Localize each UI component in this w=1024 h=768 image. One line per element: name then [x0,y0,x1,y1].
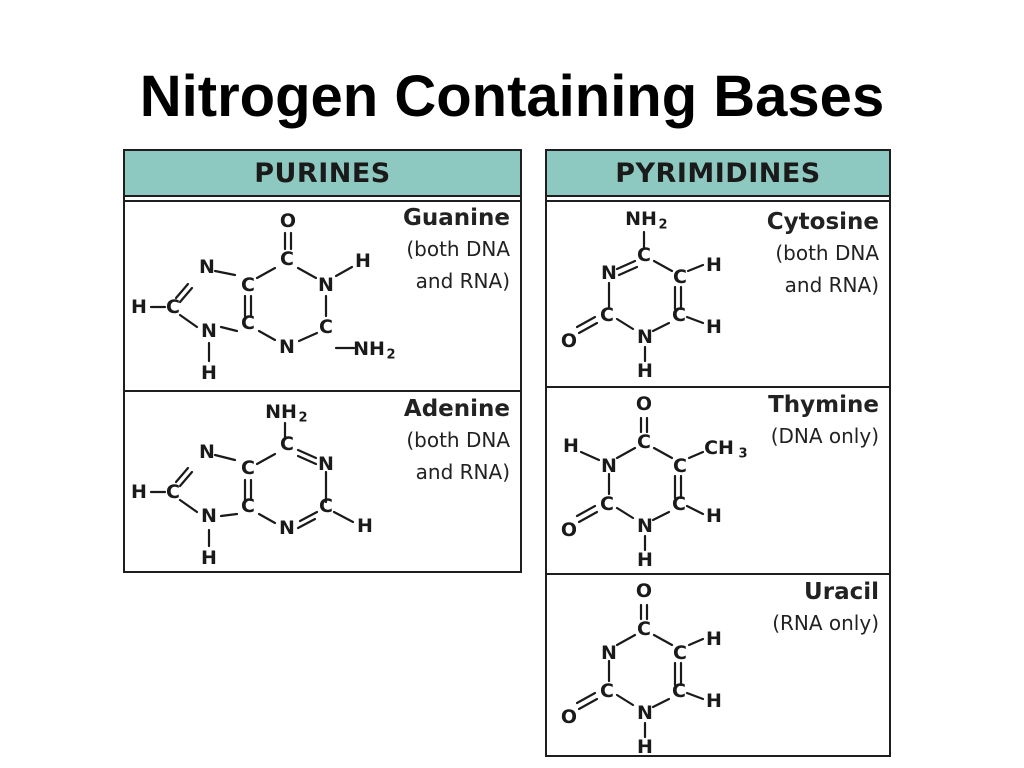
thymine-label: Thymine (DNA only) [768,390,879,452]
atom: H [637,360,653,382]
atom: C [637,618,651,640]
pyrimidines-panel: PYRIMIDINES NH 2 C N C H C H C [545,149,891,758]
adenine-cell: NH 2 C N C H N C C N H C H N Adenine (bo… [125,390,520,571]
atom: N [199,256,215,278]
atom: N [601,262,617,284]
atom: C [166,296,180,318]
atom: NH [353,338,385,360]
atom: C [600,680,614,702]
cytosine-cell: NH 2 C N C H C H C O N H Cytosine (both … [547,203,889,386]
atom: H [355,250,371,272]
atom: C [672,680,686,702]
base-occurrence: (RNA only) [772,611,879,635]
atom: H [201,547,217,569]
atom: O [561,330,577,352]
base-name: Thymine [768,392,879,418]
subscript: 2 [658,218,667,233]
subscript: 2 [386,348,395,363]
atom: C [166,481,180,503]
guanine-structure: O C N H C NH 2 N C C N H C H N [131,210,395,384]
guanine-cell: O C N H C NH 2 N C C N H C H N Guanine (… [125,203,520,390]
atom: N [318,453,334,475]
base-occurrence: (both DNA and RNA) [775,241,879,297]
base-occurrence: (both DNA and RNA) [406,428,510,484]
atom: C [673,266,687,288]
adenine-structure: NH 2 C N C H N C C N H C H N [131,401,373,569]
base-occurrence: (both DNA and RNA) [406,237,510,293]
atom: N [201,505,217,527]
thymine-structure: O C N H C CH 3 C H C O N H [561,393,748,571]
subscript: 3 [738,447,747,462]
atom: C [672,304,686,326]
atom: H [131,296,147,318]
atom: C [637,431,651,453]
atom: O [636,393,652,415]
base-occurrence: (DNA only) [770,424,879,448]
purines-panel: PURINES O C N H C N [123,149,522,573]
atom: N [637,702,653,724]
thymine-cell: O C N H C CH 3 C H C O N H Thymine (DNA … [547,386,889,573]
atom: N [601,455,617,477]
atom: C [241,274,255,296]
atom: N [199,441,215,463]
atom: H [357,515,373,537]
atom: C [319,495,333,517]
atom: O [561,706,577,728]
cytosine-structure: NH 2 C N C H C H C O N H [561,208,722,382]
atom: C [673,642,687,664]
atom: N [201,320,217,342]
base-name: Uracil [804,579,879,605]
atom: C [280,433,294,455]
slide-title: Nitrogen Containing Bases [139,64,885,129]
base-name: Guanine [402,205,510,231]
atom: NH [265,401,297,423]
pyrimidines-header: PYRIMIDINES [547,151,889,202]
atom: H [706,505,722,527]
base-name: Adenine [403,396,510,422]
atom: H [131,481,147,503]
atom: O [561,519,577,541]
guanine-label: Guanine (both DNA and RNA) [403,203,510,297]
atom: N [637,326,653,348]
purines-header: PURINES [125,151,520,202]
atom: H [706,254,722,276]
cytosine-label: Cytosine (both DNA and RNA) [767,207,879,301]
atom: N [318,274,334,296]
atom: C [280,248,294,270]
atom: C [637,244,651,266]
atom: H [706,316,722,338]
atom: C [600,493,614,515]
atom: N [601,642,617,664]
uracil-cell: O C N C H C H C O N H Uracil (RNA only) [547,573,889,758]
atom: H [706,628,722,650]
atom: CH [704,437,734,459]
uracil-label: Uracil (RNA only) [772,577,879,639]
uracil-structure: O C N C H C H C O N H [561,580,722,758]
atom: H [706,690,722,712]
atom: H [563,435,579,457]
atom: O [636,580,652,602]
atom: N [637,515,653,537]
base-name: Cytosine [766,209,879,235]
atom: C [319,316,333,338]
atom: C [600,304,614,326]
atom: H [637,549,653,571]
atom: C [672,493,686,515]
atom: O [280,210,296,232]
atom: C [673,455,687,477]
atom: C [241,495,255,517]
atom: N [279,517,295,539]
subscript: 2 [298,411,307,426]
adenine-label: Adenine (both DNA and RNA) [404,394,510,488]
atom: H [637,736,653,758]
atom: N [279,336,295,358]
atom: C [241,457,255,479]
atom: NH [625,208,657,230]
atom: C [241,312,255,334]
atom: H [201,362,217,384]
